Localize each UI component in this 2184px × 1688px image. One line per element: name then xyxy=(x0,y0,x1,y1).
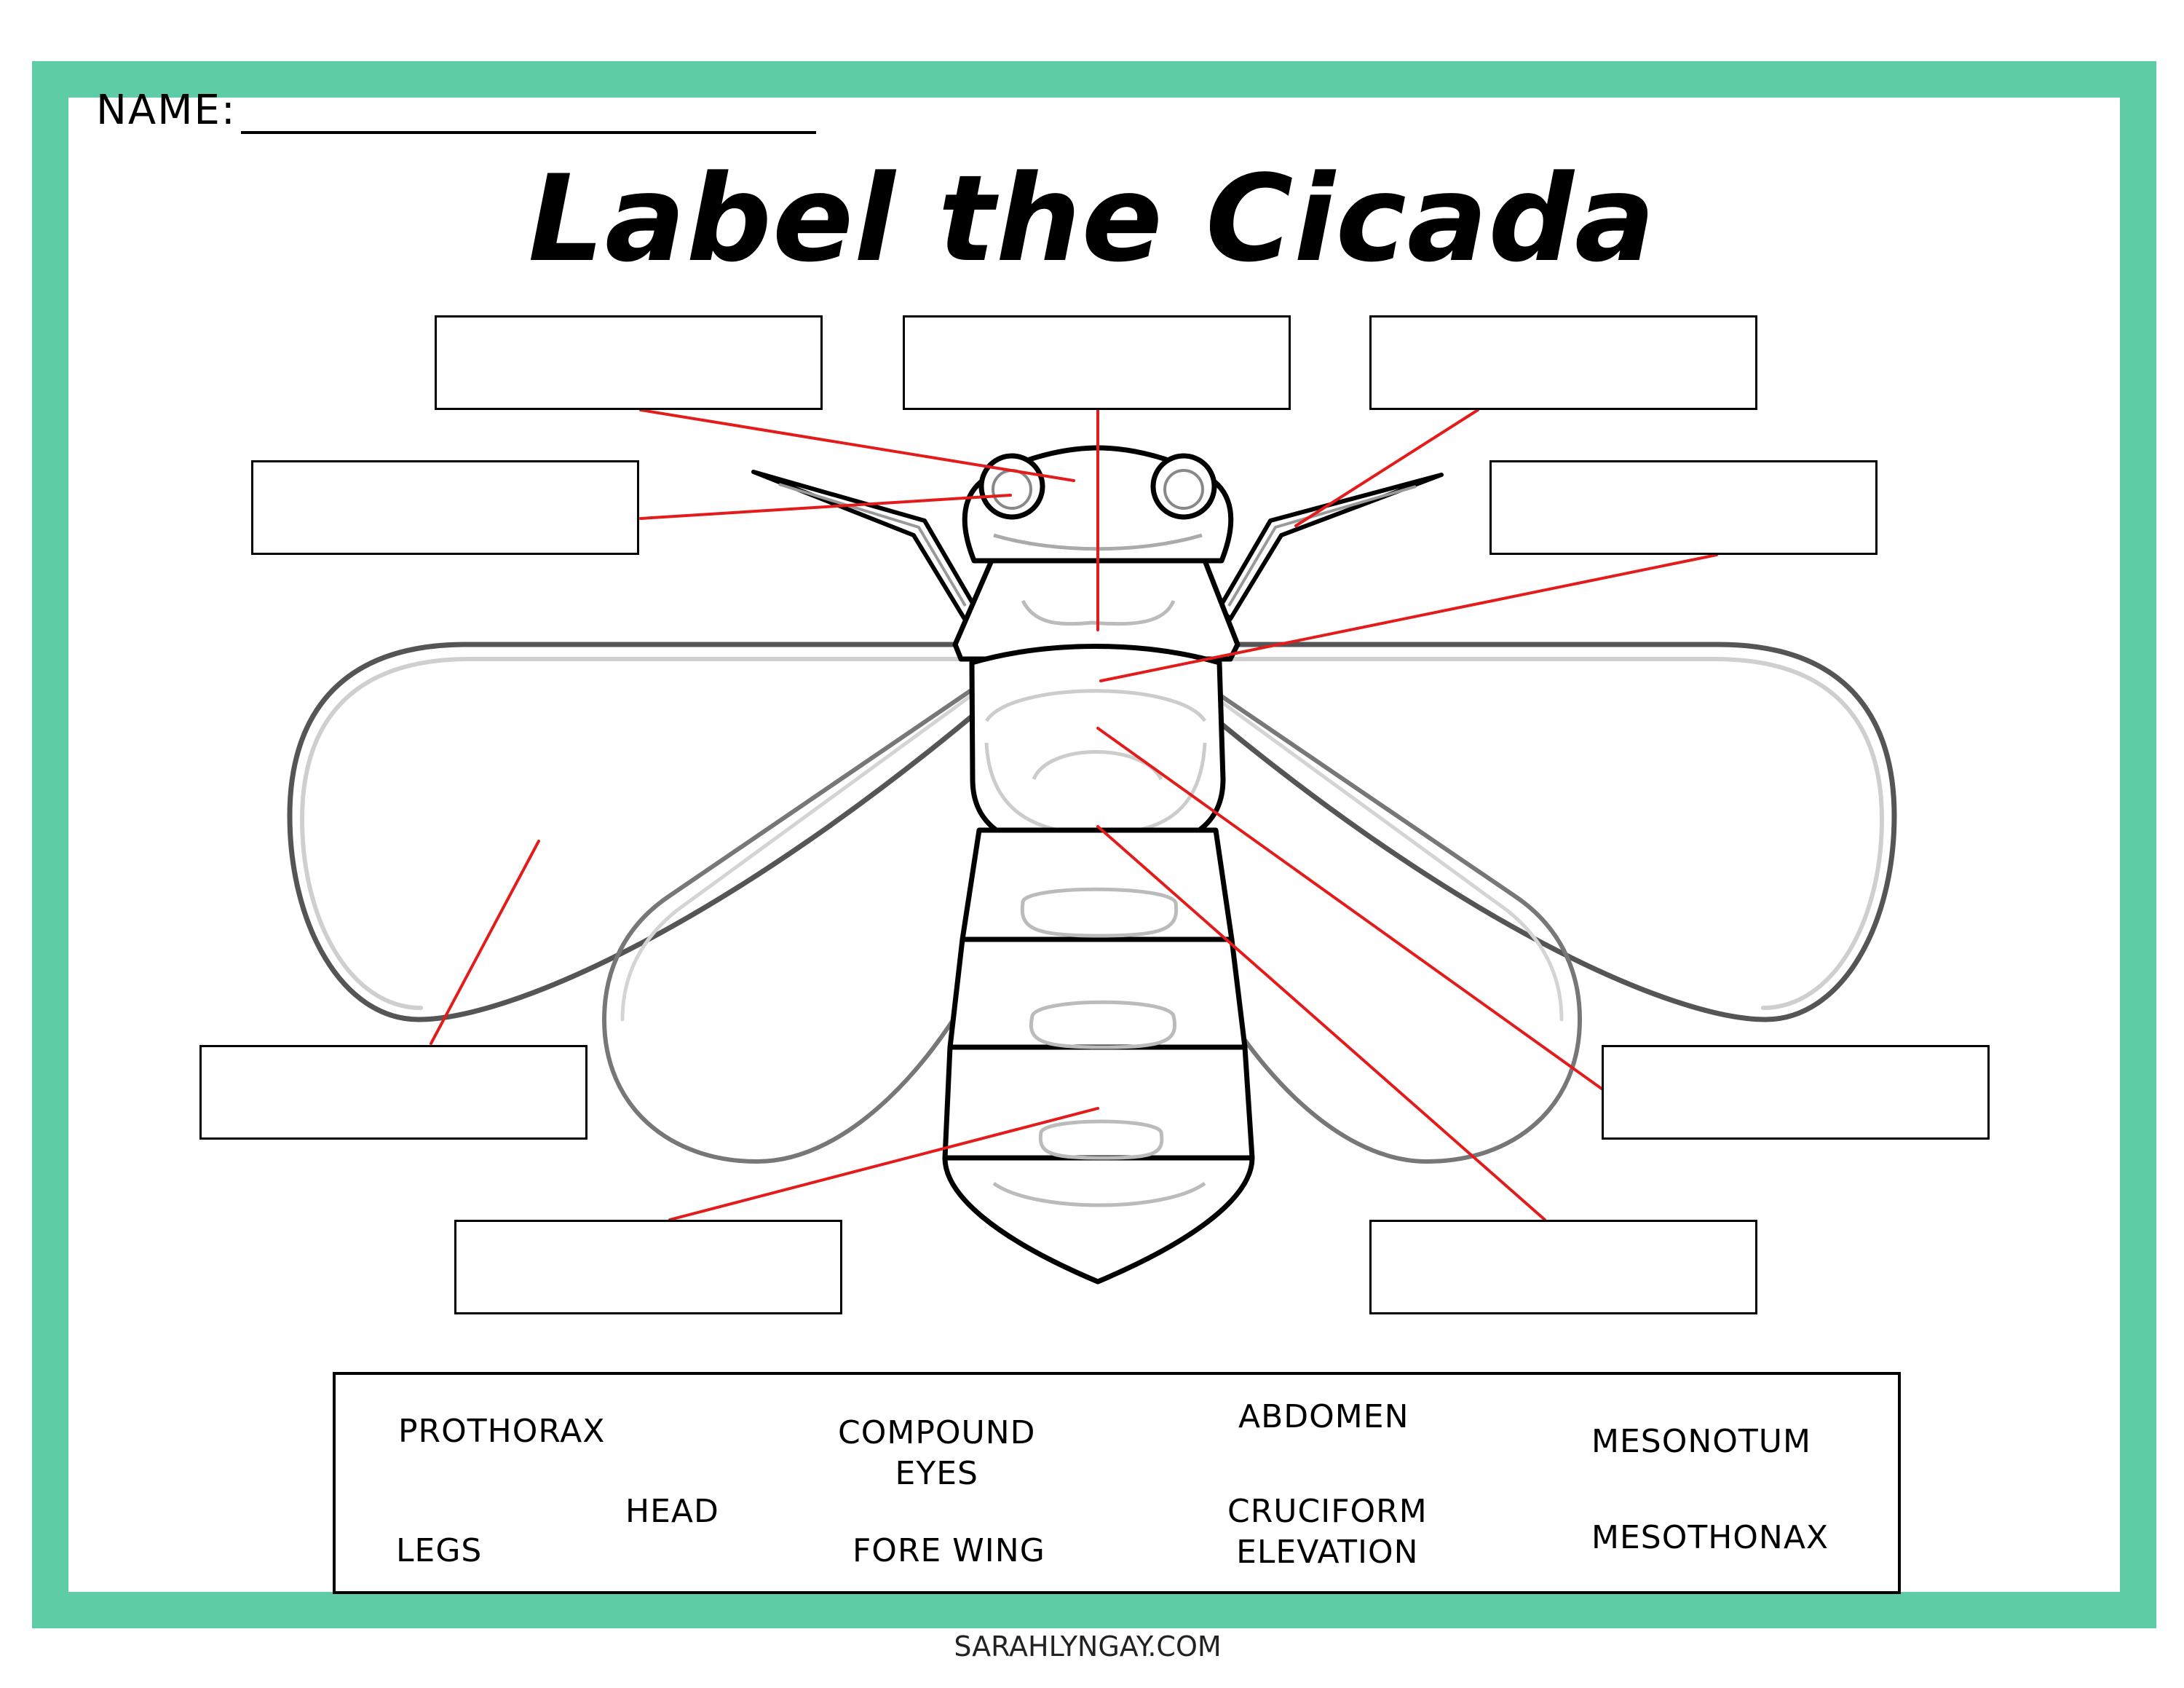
label-box-lower-right[interactable] xyxy=(1602,1045,1990,1140)
cicada-mesothorax xyxy=(969,644,1226,856)
word-legs: LEGS xyxy=(396,1532,483,1569)
leader-line xyxy=(1096,727,1603,1090)
word-fore-wing: FORE WING xyxy=(852,1532,1045,1569)
leader-line xyxy=(1099,553,1718,682)
label-box-bottom-right[interactable] xyxy=(1369,1220,1757,1314)
leader-line xyxy=(1096,825,1546,1221)
right-leg xyxy=(1217,473,1444,621)
word-bank: PROTHORAX COMPOUND EYES ABDOMEN MESONOTU… xyxy=(333,1372,1901,1594)
left-hind-wing xyxy=(602,668,1003,1164)
word-prothorax: PROTHORAX xyxy=(398,1413,606,1450)
word-mesonotum: MESONOTUM xyxy=(1591,1423,1811,1460)
leader-line xyxy=(1294,409,1479,527)
label-box-top-left[interactable] xyxy=(435,315,823,410)
right-fore-wing xyxy=(1180,642,1897,1022)
label-box-top-center[interactable] xyxy=(903,315,1291,410)
site-credit: SARAHLYNGAY.COM xyxy=(943,1630,1232,1663)
label-box-lower-left[interactable] xyxy=(199,1045,587,1140)
word-compound-eyes: COMPOUND EYES xyxy=(838,1414,1036,1492)
leader-line xyxy=(430,840,540,1045)
leader-line xyxy=(639,409,1075,482)
leader-line xyxy=(668,1107,1099,1221)
word-mesothonax: MESOTHONAX xyxy=(1591,1519,1829,1556)
word-head: HEAD xyxy=(625,1493,719,1530)
cicada-abdomen xyxy=(942,827,1255,1285)
left-fore-wing xyxy=(287,642,1004,1022)
name-field: NAME: xyxy=(96,86,816,134)
word-cruciform-elevation: CRUCIFORM ELEVATION xyxy=(1227,1493,1428,1571)
compound-eyes-icon xyxy=(978,453,1217,520)
label-box-top-right[interactable] xyxy=(1369,315,1757,410)
name-write-line[interactable] xyxy=(240,86,816,134)
cicada-head xyxy=(962,445,1234,564)
leader-lines xyxy=(430,409,1718,1221)
label-box-mid-right[interactable] xyxy=(1489,460,1878,555)
page-title: Label the Cicada xyxy=(528,149,1656,288)
name-label: NAME: xyxy=(96,87,237,134)
label-box-mid-left[interactable] xyxy=(251,460,639,555)
word-abdomen: ABDOMEN xyxy=(1238,1398,1409,1435)
right-hind-wing xyxy=(1181,668,1582,1164)
cicada-wings xyxy=(287,642,1897,1164)
leader-line xyxy=(639,494,1012,520)
label-box-bottom-left[interactable] xyxy=(454,1220,842,1314)
left-leg xyxy=(751,470,978,621)
